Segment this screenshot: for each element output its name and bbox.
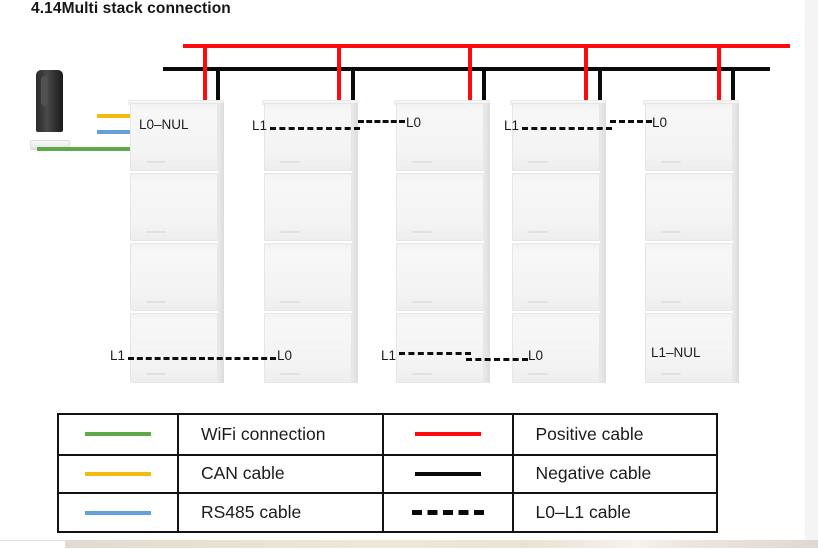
battery-module: [645, 103, 733, 171]
stack-1-top-label: L0–NUL: [139, 117, 189, 132]
legend-row: CAN cable Negative cable: [59, 453, 717, 493]
rs485-cable: [97, 130, 130, 134]
bottom-bar: [65, 540, 818, 548]
battery-module: [512, 173, 600, 241]
legend-label-can: CAN cable: [177, 455, 382, 493]
legend-row: RS485 cable L0–L1 cable: [59, 492, 716, 531]
battery-stack-3[interactable]: [394, 100, 490, 383]
battery-module: [130, 173, 218, 241]
stack-side-panel: [733, 103, 739, 383]
bottom-l0l1-cable-2a: [399, 352, 471, 355]
black-dashed-line-icon: [411, 510, 484, 516]
negative-drop-4: [598, 67, 602, 108]
battery-module: [512, 243, 600, 311]
bottom-l0l1-cable-1: [128, 357, 276, 360]
battery-module: [264, 313, 352, 383]
green-line-icon: [85, 432, 151, 437]
battery-stack-5[interactable]: [643, 100, 739, 383]
cable-legend-table: WiFi connection Positive cable CAN cable…: [57, 413, 718, 533]
stack-3-top-label: L0: [406, 115, 422, 130]
battery-module: [264, 173, 352, 241]
stack-4-top-label: L1: [504, 118, 520, 133]
positive-drop-3: [468, 44, 472, 108]
battery-module: [512, 313, 600, 383]
battery-module: [645, 313, 733, 383]
battery-module: [512, 103, 600, 171]
stack-side-panel: [352, 103, 358, 383]
battery-stack-4[interactable]: [510, 100, 606, 383]
battery-module: [130, 313, 218, 383]
legend-row: WiFi connection Positive cable: [59, 415, 716, 454]
battery-module: [264, 103, 352, 171]
legend-label-positive: Positive cable: [511, 415, 717, 454]
scrollbar-track[interactable]: [805, 0, 818, 540]
stack-3-bottom-label: L1: [381, 348, 397, 363]
legend-label-wifi: WiFi connection: [177, 415, 382, 454]
battery-module: [645, 173, 733, 241]
black-line-icon: [414, 471, 481, 476]
battery-stack-1[interactable]: [128, 100, 224, 383]
wifi-cable: [37, 147, 130, 151]
stack-5-top-label: L0: [652, 115, 668, 130]
positive-drop-2: [337, 44, 341, 108]
stack-2-bottom-label: L0: [277, 348, 293, 363]
positive-bus-bar: [183, 44, 790, 48]
battery-module: [645, 243, 733, 311]
legend-label-l0l1: L0–L1 cable: [511, 494, 717, 531]
legend-swatch-positive: [381, 415, 512, 454]
red-line-icon: [414, 432, 481, 437]
top-l0l1-cable-2a: [522, 127, 612, 130]
stack-side-panel: [218, 103, 224, 383]
battery-module: [130, 243, 218, 311]
negative-bus-bar: [163, 67, 770, 71]
negative-drop-5: [731, 67, 735, 108]
top-l0l1-cable-1b: [358, 120, 405, 123]
battery-module: [130, 103, 218, 171]
positive-drop-5: [717, 44, 721, 108]
negative-drop-1: [216, 67, 220, 108]
positive-drop-4: [584, 44, 588, 108]
battery-module: [264, 243, 352, 311]
battery-stack-2[interactable]: [262, 100, 358, 383]
blue-line-icon: [85, 510, 151, 515]
stack-2-top-label: L1: [252, 118, 268, 133]
positive-drop-1: [203, 44, 207, 108]
legend-swatch-l0l1: [381, 494, 512, 531]
stack-side-panel: [484, 103, 490, 383]
legend-swatch-rs485: [59, 494, 177, 531]
stack-4-bottom-label: L0: [528, 348, 544, 363]
battery-module: [396, 103, 484, 171]
stack-5-bottom-label: L1–NUL: [651, 345, 701, 360]
legend-label-rs485: RS485 cable: [177, 494, 382, 531]
negative-drop-2: [351, 67, 355, 108]
top-l0l1-cable-1a: [270, 127, 360, 130]
dongle-body-icon: [36, 70, 63, 132]
stack-side-panel: [600, 103, 606, 383]
top-l0l1-cable-2b: [610, 120, 652, 123]
battery-module: [396, 173, 484, 241]
legend-swatch-wifi: [59, 415, 177, 454]
bottom-bar-left: [0, 540, 65, 549]
battery-module: [396, 243, 484, 311]
legend-swatch-negative: [381, 455, 512, 493]
negative-drop-3: [482, 67, 486, 108]
legend-label-negative: Negative cable: [511, 455, 717, 493]
bottom-l0l1-cable-2b: [466, 358, 528, 361]
legend-swatch-can: [59, 456, 177, 493]
can-cable: [97, 114, 130, 118]
page-title: 4.14Multi stack connection: [31, 0, 231, 17]
yellow-line-icon: [85, 471, 151, 476]
battery-module: [396, 313, 484, 383]
stack-1-bottom-label: L1: [110, 348, 126, 363]
